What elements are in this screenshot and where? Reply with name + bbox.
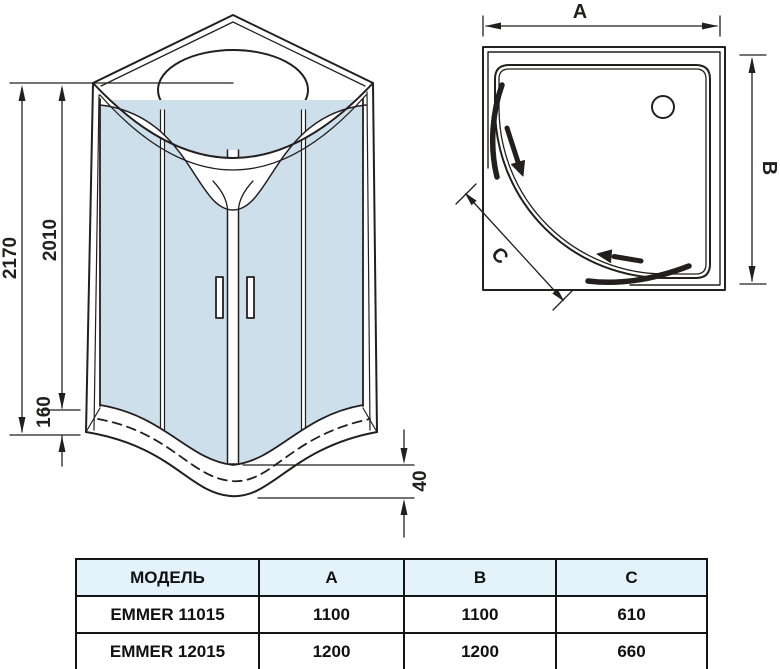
front-view: 2170 2010 160 40 [0, 14, 431, 538]
plan-dimension-b [739, 54, 767, 285]
plan-inner-wall [487, 51, 721, 286]
left-door-handle [215, 276, 224, 319]
roof-valance [92, 82, 374, 211]
mullions [159, 109, 307, 446]
value-c-cell: 660 [555, 632, 708, 669]
spec-table-header-row: МОДЕЛЬ A B C [75, 558, 708, 597]
plan-dimension-a [482, 15, 721, 37]
sliding-door-arc-left [489, 82, 505, 180]
model-name-cell: EMMER 12015 [75, 632, 260, 669]
value-b-cell: 1200 [403, 632, 557, 669]
drain-circle [651, 95, 675, 119]
table-row: EMMER 12015 1200 1200 660 [75, 632, 708, 669]
door-slide-arrow-left [596, 249, 644, 264]
technical-drawing-canvas: 2170 2010 160 40 [0, 1, 780, 538]
spec-table: МОДЕЛЬ A B C EMMER 11015 1100 1100 610 E… [75, 558, 708, 669]
tray-apron [85, 404, 378, 498]
dim-b-label: B [758, 161, 780, 175]
tray-hidden-edge-dashed [97, 418, 371, 482]
sliding-door-arc-bottom [585, 263, 692, 285]
table-row: EMMER 11015 1100 1100 610 [75, 595, 708, 634]
dim-height-tray-label: 160 [34, 396, 55, 428]
shower-tray [494, 64, 711, 279]
value-a-cell: 1100 [258, 595, 405, 634]
top-view: A B C [455, 1, 780, 311]
dim-height-glass-label: 2010 [40, 219, 61, 261]
value-c-cell: 610 [555, 595, 708, 634]
col-header-b: B [403, 558, 557, 597]
front-dimension-apron [242, 429, 415, 538]
value-a-cell: 1200 [258, 632, 405, 669]
dim-a-label: A [573, 1, 587, 23]
value-b-cell: 1100 [403, 595, 557, 634]
model-name-cell: EMMER 11015 [75, 595, 260, 634]
right-door-handle [246, 276, 255, 319]
col-header-model: МОДЕЛЬ [75, 558, 260, 597]
col-header-c: C [555, 558, 708, 597]
dim-apron-label: 40 [410, 470, 431, 491]
plan-dimension-c [455, 183, 574, 311]
dim-height-total-label: 2170 [0, 237, 21, 279]
frame-profiles [85, 83, 378, 433]
front-dimensions-left [9, 82, 234, 467]
door-slide-arrow-down [504, 125, 525, 177]
col-header-a: A [258, 558, 405, 597]
